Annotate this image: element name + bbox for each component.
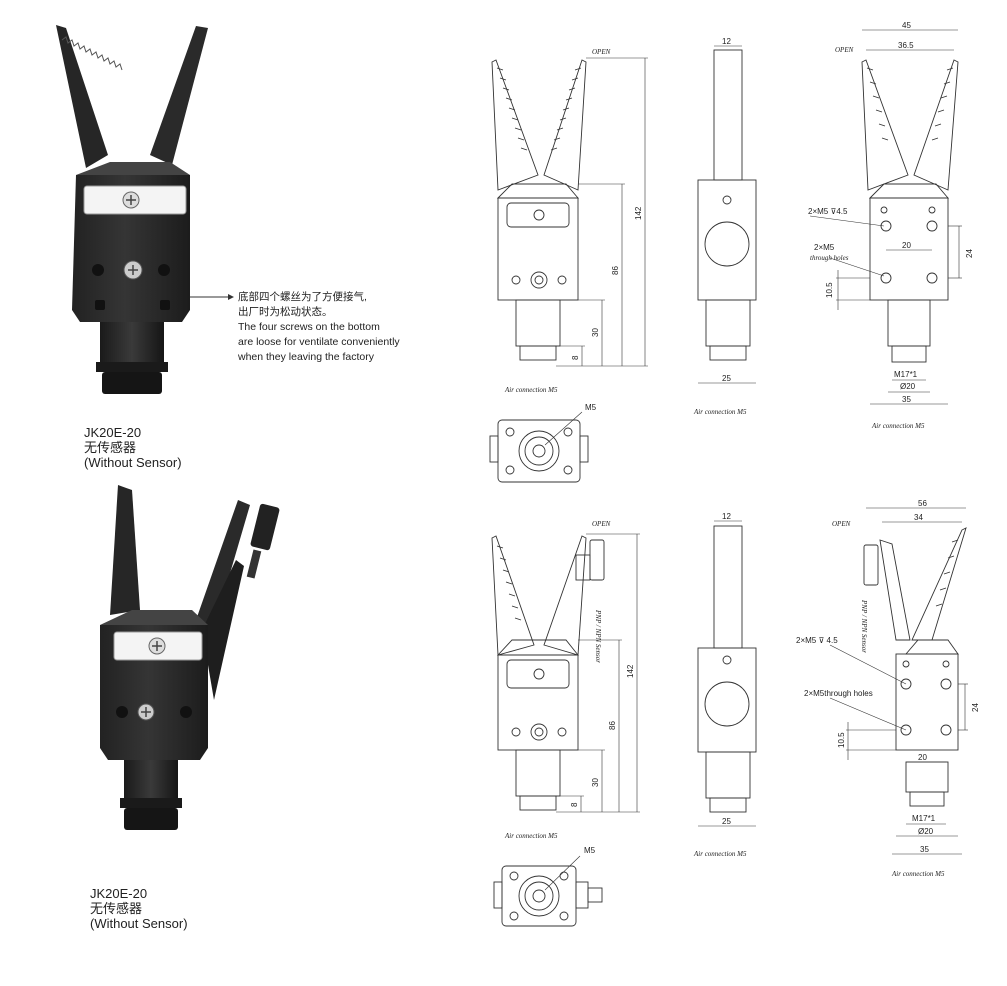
dim-25: 25	[722, 374, 731, 383]
dim-36-5: 36.5	[898, 41, 914, 50]
label-through: 2×M5	[814, 243, 835, 252]
bottom-view-bottom	[493, 855, 603, 927]
dim-10-5: 10.5	[825, 282, 834, 298]
screw-note: 底部四个螺丝为了方便接气, 出厂时为松动状态。 The four screws …	[238, 290, 400, 365]
note-cn-line2: 出厂时为松动状态。	[238, 306, 333, 318]
dim-8: 8	[570, 802, 579, 807]
side-view-top	[697, 45, 757, 384]
model-en: (Without Sensor)	[90, 916, 188, 931]
right-view-bottom	[829, 507, 968, 855]
label-air-connection-right: Air connection M5	[891, 870, 945, 878]
dim-86: 86	[611, 266, 620, 275]
side-view-bottom	[697, 520, 757, 827]
gripper-photo-top	[56, 25, 208, 394]
label-air-connection-side: Air connection M5	[693, 850, 747, 858]
label-air-connection-front: Air connection M5	[504, 386, 558, 394]
dim-12: 12	[722, 512, 731, 521]
label-through-holes: 2×M5through holes	[804, 689, 873, 698]
model-en: (Without Sensor)	[84, 455, 182, 470]
note-en-line3: when they leaving the factory	[238, 351, 374, 363]
right-view-top	[809, 29, 962, 405]
label-open-right: OPEN	[835, 46, 854, 54]
label-thread-holes: 2×M5 ⊽4.5	[808, 207, 848, 216]
label-phi20: Ø20	[900, 382, 916, 391]
label-air-connection-front: Air connection M5	[504, 832, 558, 840]
dim-24: 24	[971, 703, 980, 712]
gripper-photo-bottom	[100, 485, 280, 830]
dim-12: 12	[722, 37, 731, 46]
dim-30: 30	[591, 328, 600, 337]
dim-24: 24	[965, 249, 974, 258]
drawing-bottom-labels: OPEN PNP / NPN Sensor 142 86 30 8 Air co…	[504, 499, 980, 878]
label-m17: M17*1	[912, 814, 936, 823]
dim-25: 25	[722, 817, 731, 826]
note-en-line1: The four screws on the bottom	[238, 321, 380, 333]
dim-8: 8	[571, 355, 580, 360]
label-thread-holes: 2×M5 ⊽ 4.5	[796, 636, 838, 645]
dim-142: 142	[626, 664, 635, 678]
model-name: JK20E-20	[84, 425, 142, 440]
bottom-view-top	[489, 411, 589, 483]
model-name: JK20E-20	[90, 886, 148, 901]
model-cn: 无传感器	[84, 440, 137, 455]
product-label-bottom: JK20E-20 无传感器 (Without Sensor)	[90, 886, 188, 931]
front-view-top	[491, 59, 587, 361]
model-cn: 无传感器	[90, 901, 143, 916]
label-open: OPEN	[592, 48, 611, 56]
dim-10-5: 10.5	[837, 732, 846, 748]
label-sensor: PNP / NPN Sensor	[594, 609, 602, 663]
front-view-bottom	[491, 535, 605, 811]
label-air-connection-right: Air connection M5	[871, 422, 925, 430]
dim-30: 30	[591, 778, 600, 787]
label-m5: M5	[584, 846, 596, 855]
note-arrowhead	[228, 294, 234, 300]
dim-86: 86	[608, 721, 617, 730]
product-label-top: JK20E-20 无传感器 (Without Sensor)	[84, 425, 182, 470]
label-open: OPEN	[592, 520, 611, 528]
label-m17: M17*1	[894, 370, 918, 379]
label-open-right: OPEN	[832, 520, 851, 528]
dim-35: 35	[902, 395, 911, 404]
label-air-connection-side: Air connection M5	[693, 408, 747, 416]
label-m5: M5	[585, 403, 597, 412]
dim-35: 35	[920, 845, 929, 854]
dim-56: 56	[918, 499, 927, 508]
dim-142: 142	[634, 206, 643, 220]
label-through-holes: through holes	[810, 254, 849, 262]
dim-20: 20	[918, 753, 927, 762]
note-cn-line1: 底部四个螺丝为了方便接气,	[238, 291, 367, 303]
drawing-top-labels: OPEN 142 86 30 8 Air connection M5 M5 12…	[504, 21, 974, 430]
dim-34: 34	[914, 513, 923, 522]
dim-45: 45	[902, 21, 911, 30]
technical-drawings	[489, 29, 968, 927]
label-sensor-right: PNP / NPN Sensor	[860, 599, 868, 653]
label-phi20: Ø20	[918, 827, 934, 836]
note-en-line2: are loose for ventilate conveniently	[238, 336, 400, 348]
dim-20: 20	[902, 241, 911, 250]
